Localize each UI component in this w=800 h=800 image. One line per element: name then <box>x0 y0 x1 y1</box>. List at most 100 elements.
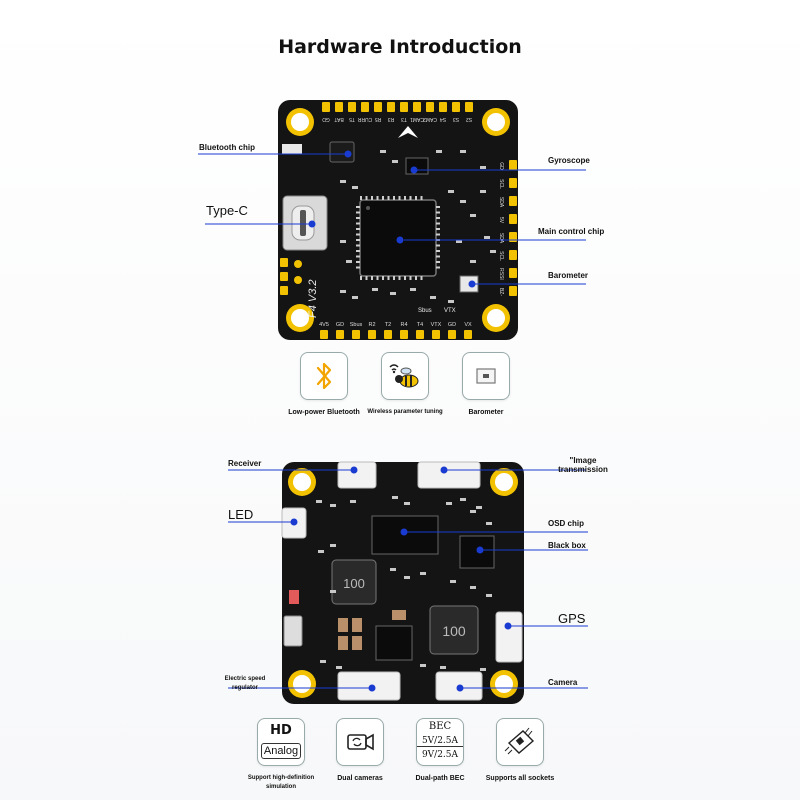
callout-camera: Camera <box>548 678 578 687</box>
top-pad <box>452 102 460 112</box>
bottom-pad <box>368 330 376 339</box>
top-pad <box>348 102 356 112</box>
right-pad-label: 5V <box>498 217 504 224</box>
bee-wifi-icon <box>389 364 419 388</box>
analog-text: Analog <box>261 743 301 759</box>
feature-wireless-tuning: Wireless parameter tuning <box>365 352 445 417</box>
top-pad <box>322 102 330 112</box>
top-pad-label: S4 <box>440 116 446 122</box>
bottom-pad-label: GD <box>336 322 344 328</box>
top-pad-label: GD <box>322 116 330 122</box>
right-pad <box>509 268 517 278</box>
top-pad <box>361 102 369 112</box>
bec-5v: 5V/2.5A <box>417 736 463 747</box>
hd-text: HD <box>270 723 292 738</box>
top-pad-label: BAT <box>334 116 343 122</box>
hd-analog-icon: HD Analog <box>257 718 305 766</box>
feature-barometer: Barometer <box>446 352 526 417</box>
bluetooth-icon <box>316 362 332 390</box>
right-pad <box>509 160 517 170</box>
sbus-text: Sbus <box>418 308 432 314</box>
callout-led: LED <box>228 507 254 522</box>
bec-9v: 9V/2.5A <box>421 750 459 760</box>
bottom-pad-label: T4 <box>417 322 423 328</box>
top-pad-label: R3 <box>388 116 395 122</box>
inductor-text-2: 100 <box>442 623 466 639</box>
top-pad <box>413 102 421 112</box>
feature-barometer-label: Barometer <box>468 409 504 416</box>
feature-all-sockets: Supports all sockets <box>480 718 560 783</box>
camera-switch-icon <box>347 733 374 751</box>
bottom-pad <box>448 330 456 339</box>
feature-dual-cameras: Dual cameras <box>320 718 400 783</box>
feature-bluetooth-label: Low-power Bluetooth <box>288 409 360 416</box>
right-pad <box>509 196 517 206</box>
inductor-text-1: 100 <box>343 576 365 591</box>
callout-gps: GPS <box>558 611 586 626</box>
bottom-pad-label: VTX <box>431 322 442 328</box>
bottom-pad <box>416 330 424 339</box>
feature-hd-analog-label: Support high-definition simulation <box>247 775 315 790</box>
top-pad <box>465 102 473 112</box>
top-pad <box>335 102 343 112</box>
vtx-text: VTX <box>444 308 456 314</box>
callout-type-c: Type-C <box>206 203 248 218</box>
bottom-pad-label: 4V5 <box>319 322 329 328</box>
bec-icon: BEC 5V/2.5A 9V/2.5A <box>416 718 464 766</box>
callout-esc: Electric speed regulator <box>224 676 266 691</box>
bottom-pad-label: R2 <box>368 322 375 328</box>
feature-dual-cameras-label: Dual cameras <box>337 775 383 782</box>
top-pad-label: CAM2 <box>423 116 437 122</box>
callout-black-box: Black box <box>548 541 586 550</box>
callout-bluetooth-chip: Bluetooth chip <box>199 143 255 152</box>
bottom-flight-controller-board: 100 100 <box>228 461 588 704</box>
right-pad-label: SDA <box>498 233 504 244</box>
top-pad <box>439 102 447 112</box>
barometer-chip-icon <box>476 368 496 384</box>
top-pad <box>400 102 408 112</box>
feature-all-sockets-label: Supports all sockets <box>485 775 555 782</box>
right-pad <box>509 214 517 224</box>
right-pad <box>509 178 517 188</box>
bottom-pad-label: VX <box>464 322 472 328</box>
feature-wireless-tuning-label: Wireless parameter tuning <box>367 409 443 415</box>
right-pad-label: SCL <box>498 251 504 261</box>
bottom-pad <box>464 330 472 339</box>
feature-dual-bec-label: Dual-path BEC <box>415 775 465 782</box>
right-pad-label: SCL <box>498 179 504 189</box>
page-title: Hardware Introduction <box>278 36 522 58</box>
feature-hd-analog: HD Analog Support high-definition simula… <box>238 718 324 792</box>
callout-receiver: Receiver <box>228 459 262 468</box>
bottom-pad <box>432 330 440 339</box>
bottom-pad-label: Sbus <box>350 322 363 328</box>
top-pad-label: S3 <box>453 116 459 122</box>
right-pad-label: GD <box>498 162 504 170</box>
callout-barometer: Barometer <box>548 271 589 280</box>
model-label: F4 V3.2 <box>307 279 319 318</box>
right-pad-label: BZ- <box>498 288 504 296</box>
bottom-pad <box>400 330 408 339</box>
top-pad-label: R5 <box>375 116 382 122</box>
right-pad-label: SDA <box>498 197 504 208</box>
bottom-pad-label: R4 <box>400 322 407 328</box>
right-pad-label: RSSI <box>498 268 504 280</box>
socket-board-icon <box>504 727 535 755</box>
top-pad-label: T3 <box>401 116 407 122</box>
top-pad <box>374 102 382 112</box>
bottom-pad <box>384 330 392 339</box>
callout-image-transmission: "Image transmission <box>558 456 608 474</box>
feature-dual-bec: BEC 5V/2.5A 9V/2.5A Dual-path BEC <box>400 718 480 783</box>
top-pad-label: T5 <box>349 116 355 122</box>
bottom-pad-label: GD <box>448 322 456 328</box>
feature-bluetooth: Low-power Bluetooth <box>284 352 364 417</box>
bottom-pad-label: T2 <box>385 322 391 328</box>
right-pad <box>509 286 517 296</box>
top-pad <box>387 102 395 112</box>
bottom-pad <box>336 330 344 339</box>
callout-osd-chip: OSD chip <box>548 519 585 528</box>
top-pad <box>426 102 434 112</box>
bottom-pad <box>352 330 360 339</box>
callout-main-control-chip: Main control chip <box>538 227 605 236</box>
top-pad-label: CAM1 <box>410 116 424 122</box>
